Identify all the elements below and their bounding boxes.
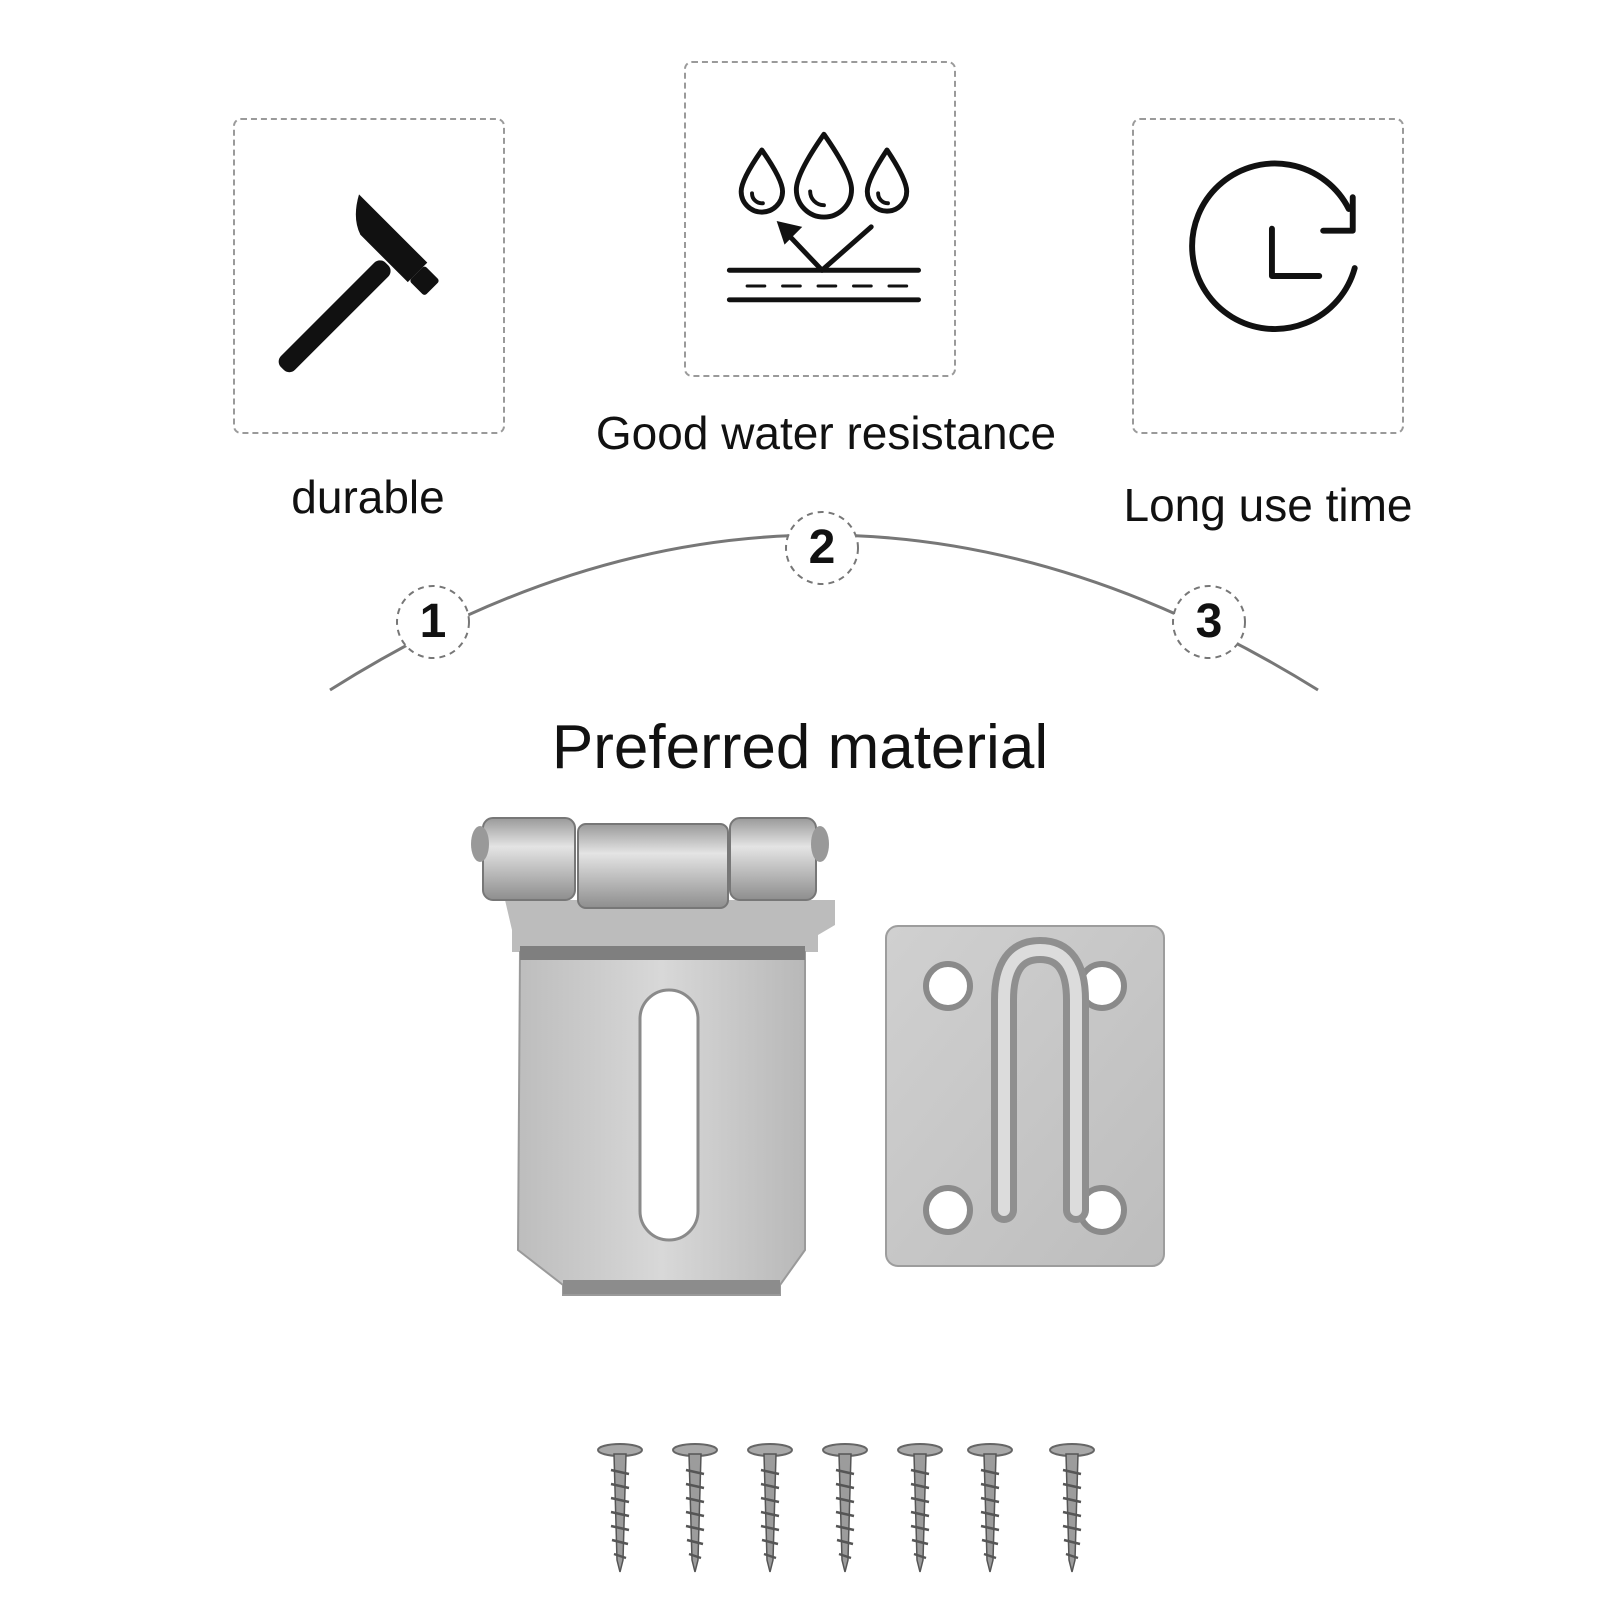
screws — [597, 1443, 1095, 1573]
step-circle-1 — [396, 585, 470, 659]
step-number-1: 1 — [419, 595, 447, 648]
step-arc — [329, 511, 1319, 692]
staple-plate — [885, 925, 1165, 1267]
feature-card-water-resistance — [684, 61, 956, 377]
step-circle-3 — [1172, 585, 1246, 659]
step-circle-2 — [785, 511, 859, 585]
feature-card-long-use-time — [1132, 118, 1404, 434]
step-number-3: 3 — [1195, 595, 1223, 648]
feature-label-long-use-time: Long use time — [1123, 479, 1413, 531]
feature-label-durable: durable — [291, 471, 445, 523]
page-heading: Preferred material — [551, 713, 1049, 782]
feature-label-water-resistance: Good water resistance — [595, 407, 1057, 459]
product-image — [471, 817, 1165, 1573]
step-number-2: 2 — [808, 521, 836, 574]
hasp — [471, 817, 835, 1296]
clock-refresh-icon — [1189, 160, 1358, 332]
water-drops-icon — [726, 131, 921, 303]
hammer-icon — [278, 194, 439, 373]
feature-card-durable — [233, 118, 505, 434]
